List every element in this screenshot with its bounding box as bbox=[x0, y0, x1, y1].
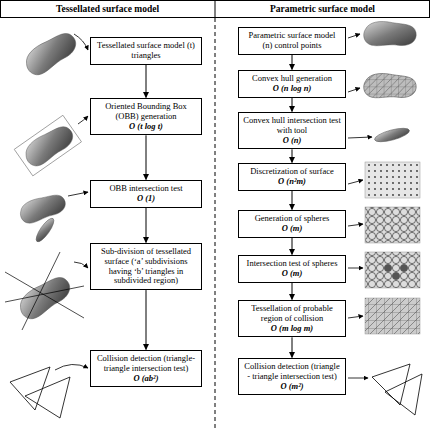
complexity-text: O (m log m) bbox=[243, 324, 341, 334]
complexity-text: O (t log t) bbox=[95, 122, 197, 132]
process-box: Convex hull intersection test with toolO… bbox=[238, 112, 346, 149]
process-box: Discretization of surfaceO (n²m) bbox=[238, 163, 346, 191]
box-text: OBB intersection test bbox=[95, 184, 197, 194]
box-text: Sub-division of tessellated surface (‘a’… bbox=[95, 247, 197, 286]
box-text: Collision detection (triangle - triangle… bbox=[243, 362, 341, 382]
flow-arrow bbox=[292, 337, 293, 357]
box-text: Intersection test of spheres bbox=[243, 259, 341, 269]
column-header: Parametric surface model bbox=[216, 4, 429, 14]
flow-arrow bbox=[292, 238, 293, 255]
complexity-text: O (n²m) bbox=[243, 177, 341, 187]
process-box: Collision detection (triangle-triangle i… bbox=[90, 350, 202, 387]
box-text: Tessellation of probable region of colli… bbox=[243, 304, 341, 324]
flow-arrow bbox=[292, 98, 293, 112]
process-box: Sub-division of tessellated surface (‘a’… bbox=[90, 243, 202, 290]
flow-arrow bbox=[292, 149, 293, 162]
box-text: Generation of spheres bbox=[243, 214, 341, 224]
flow-arrow bbox=[292, 55, 293, 70]
process-box: Collision detection (triangle - triangle… bbox=[238, 358, 346, 395]
process-box: Generation of spheresO (m) bbox=[238, 210, 346, 238]
process-box: Tessellation of probable region of colli… bbox=[238, 300, 346, 337]
complexity-text: O (n) bbox=[243, 136, 341, 146]
flow-arrow bbox=[292, 191, 293, 210]
process-box: Parametric surface model (n) control poi… bbox=[238, 27, 346, 55]
complexity-text: O (n log n) bbox=[243, 84, 341, 94]
box-text: Collision detection (triangle-triangle i… bbox=[95, 354, 197, 374]
process-box: Tessellated surface model (t) triangles bbox=[90, 37, 202, 65]
column-header: Tessellated surface model bbox=[1, 4, 214, 14]
process-box: Oriented Bounding Box (OBB) generationO … bbox=[90, 98, 202, 135]
box-text: Tessellated surface model (t) triangles bbox=[95, 41, 197, 61]
complexity-text: O (1) bbox=[95, 194, 197, 204]
complexity-text: O (m²) bbox=[243, 382, 341, 392]
box-text: Parametric surface model (n) control poi… bbox=[243, 31, 341, 51]
box-text: Oriented Bounding Box (OBB) generation bbox=[95, 102, 197, 122]
flow-arrow bbox=[146, 65, 147, 98]
flow-arrow bbox=[146, 208, 147, 243]
complexity-text: O (m) bbox=[243, 224, 341, 234]
flow-arrow bbox=[146, 290, 147, 349]
flow-arrow bbox=[146, 135, 147, 179]
process-box: Intersection test of spheresO (m) bbox=[238, 255, 346, 283]
process-box: OBB intersection testO (1) bbox=[90, 180, 202, 208]
process-box: Convex hull generationO (n log n) bbox=[238, 70, 346, 98]
box-text: Convex hull intersection test with tool bbox=[243, 116, 341, 136]
flow-arrow bbox=[292, 283, 293, 300]
complexity-text: O (m) bbox=[243, 269, 341, 279]
box-text: Convex hull generation bbox=[243, 74, 341, 84]
complexity-text: O (ab²) bbox=[95, 374, 197, 384]
box-text: Discretization of surface bbox=[243, 167, 341, 177]
